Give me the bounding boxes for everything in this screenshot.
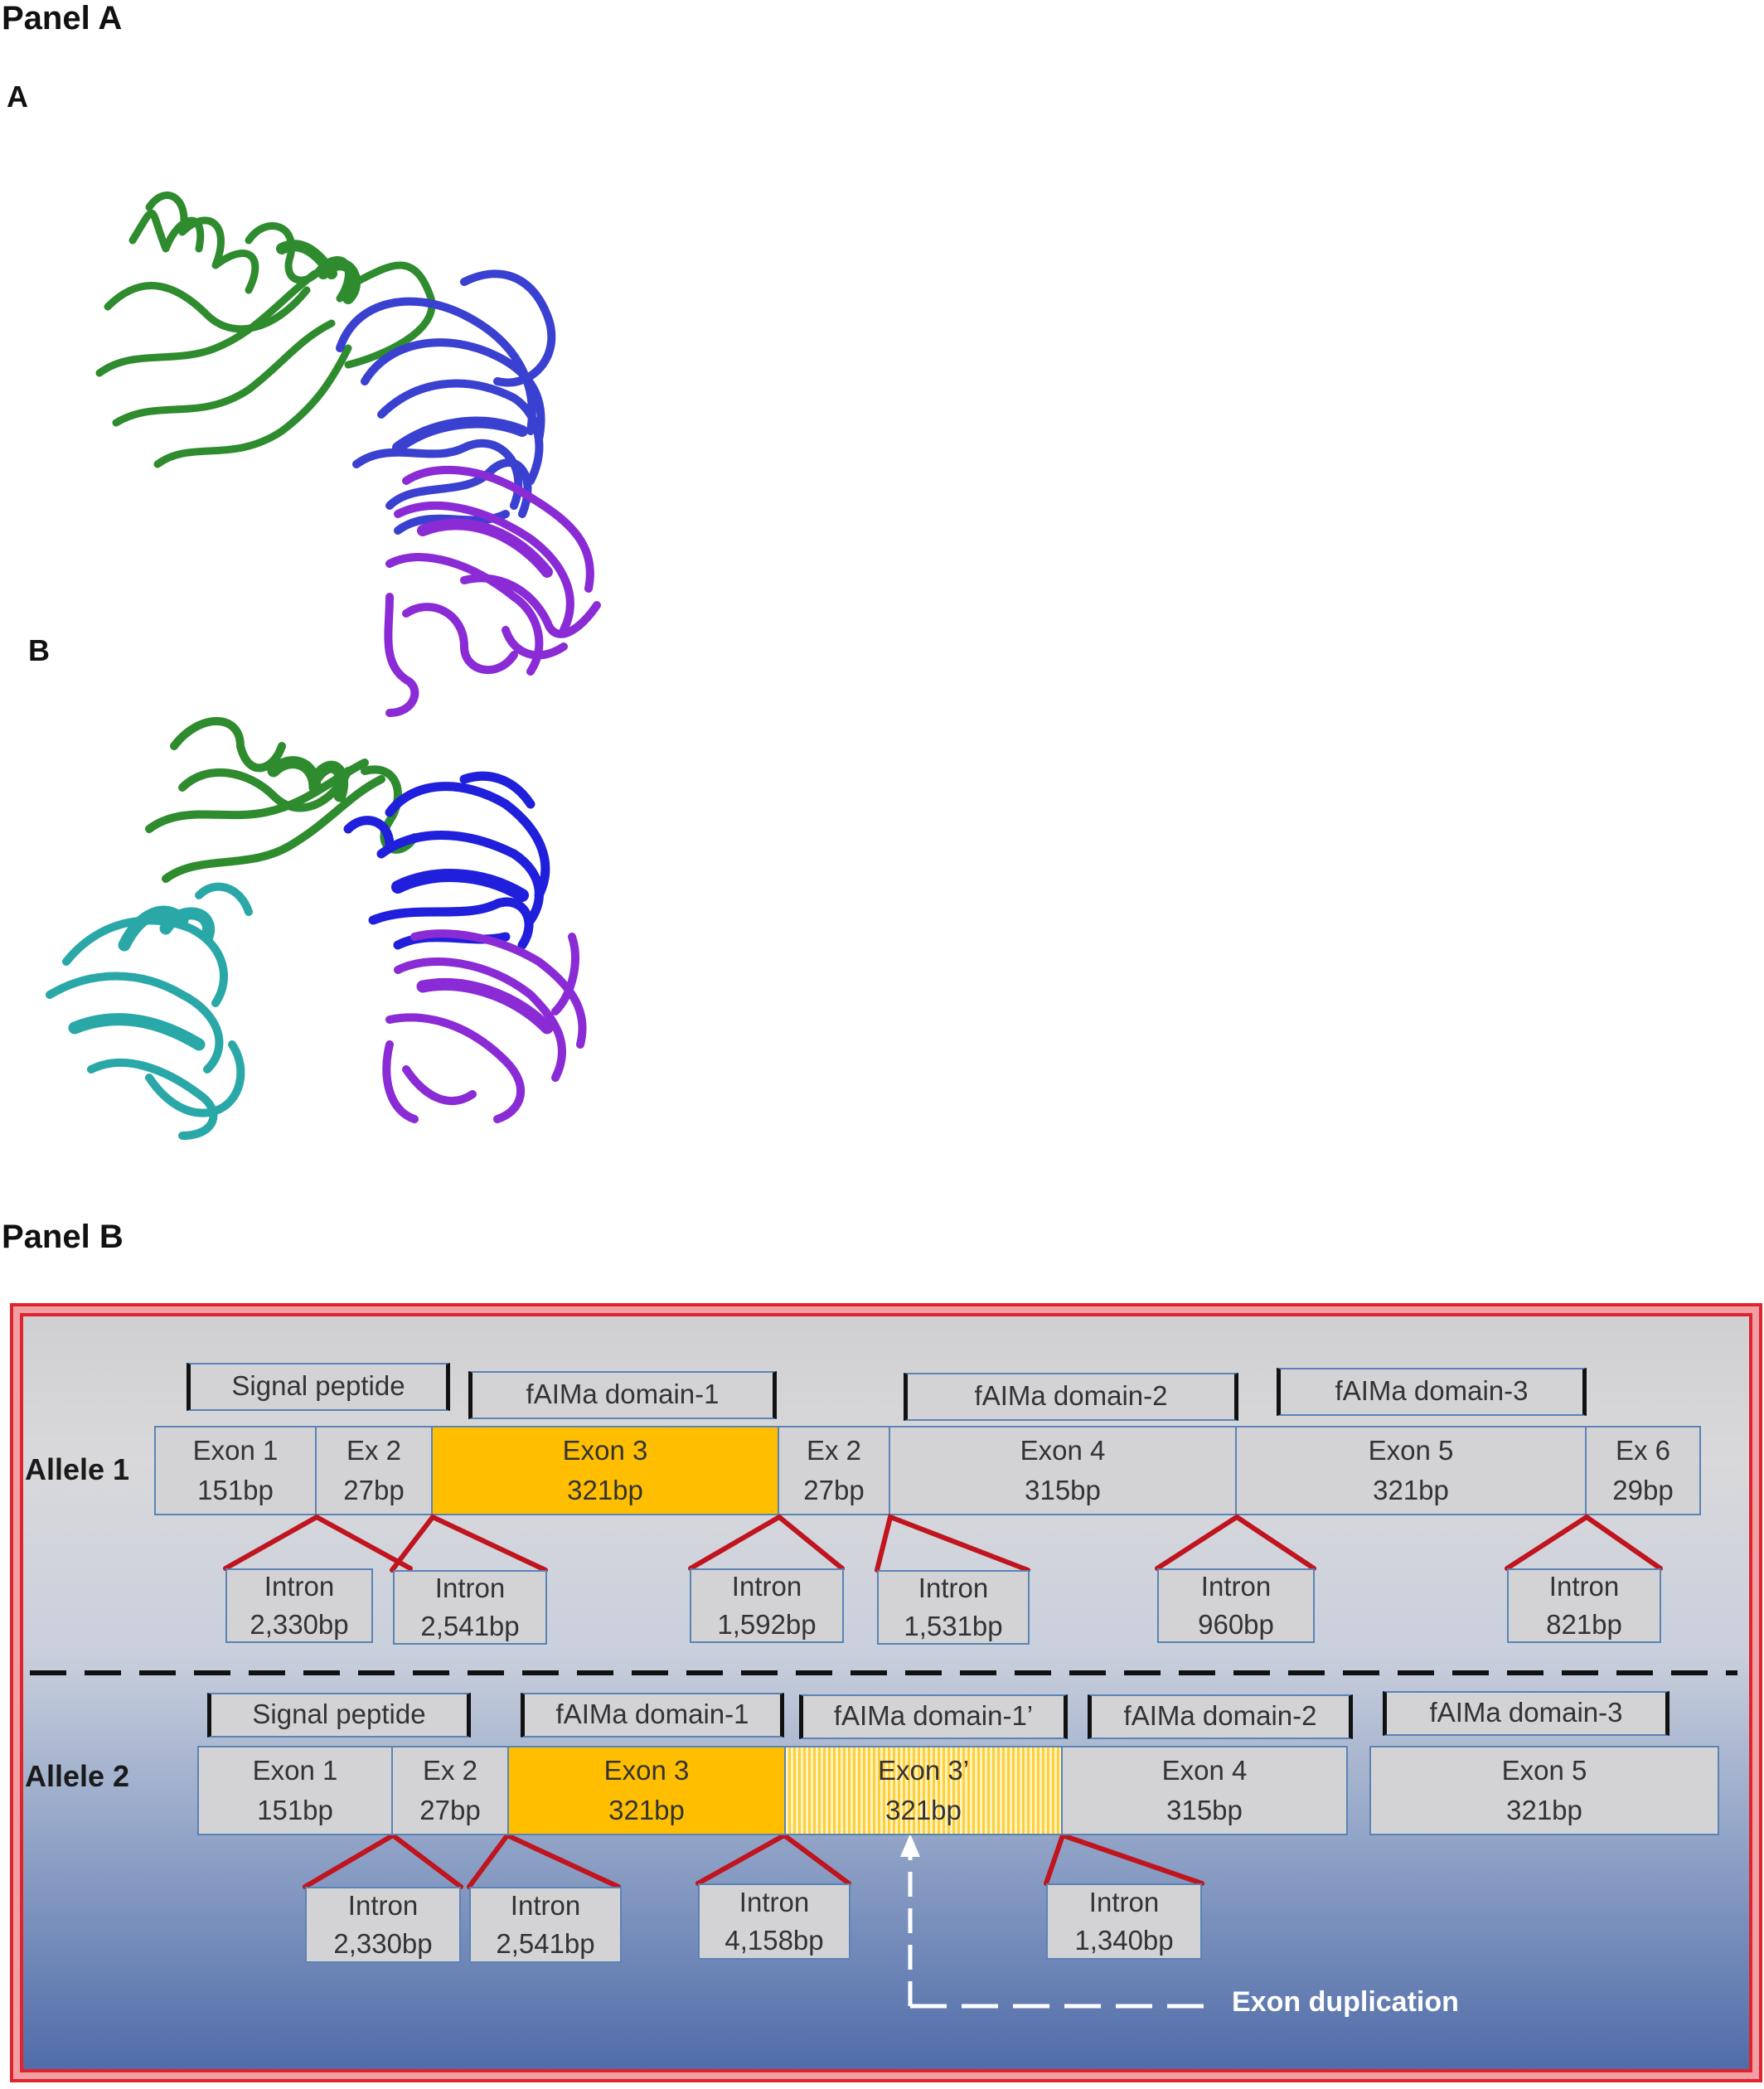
- allele1-ex-2b: Ex 2 27bp: [778, 1426, 890, 1515]
- allele1-intron-3: Intron 1,592bp: [690, 1568, 844, 1643]
- exon-name: Exon 4: [1161, 1755, 1248, 1786]
- exon-name: Exon 5: [1368, 1435, 1454, 1466]
- exon-name: Exon 5: [1501, 1755, 1587, 1786]
- allele1-domain-signal-peptide: Signal peptide: [187, 1363, 450, 1411]
- intron-name: Intron: [1088, 1887, 1160, 1917]
- allele1-intron-2: Intron 2,541bp: [393, 1570, 547, 1645]
- allele2-exon-5: Exon 5 321bp: [1369, 1746, 1719, 1835]
- exon-size: 315bp: [1025, 1475, 1101, 1505]
- allele2-intron-3: Intron 4,158bp: [698, 1883, 850, 1960]
- allele1-exon-5: Exon 5 321bp: [1235, 1426, 1587, 1515]
- exon-name: Exon 3’: [877, 1755, 970, 1786]
- exon-duplication-label: Exon duplication: [1232, 1986, 1459, 2018]
- allele2-domain-signal-peptide: Signal peptide: [207, 1693, 471, 1738]
- allele1-domain-faima-1: fAIMa domain-1: [468, 1371, 777, 1419]
- intron-size: 2,330bp: [250, 1609, 349, 1640]
- intron-size: 2,541bp: [420, 1611, 520, 1641]
- intron-name: Intron: [918, 1573, 989, 1603]
- exon-size: 151bp: [257, 1795, 333, 1825]
- exon-size: 27bp: [803, 1475, 865, 1505]
- allele2-domain-faima-1-prime: fAIMa domain-1’: [799, 1694, 1068, 1739]
- intron-size: 960bp: [1198, 1609, 1274, 1640]
- exon-duplication-arrow: [900, 1834, 1219, 2009]
- intron-name: Intron: [264, 1571, 335, 1602]
- exon-size: 29bp: [1612, 1475, 1674, 1505]
- allele2-intron-4: Intron 1,340bp: [1046, 1883, 1202, 1960]
- exon-size: 27bp: [343, 1475, 405, 1505]
- exon-name: Ex 2: [422, 1755, 478, 1786]
- allele1-intron-4: Intron 1,531bp: [877, 1570, 1030, 1645]
- intron-size: 1,531bp: [904, 1611, 1003, 1641]
- subpanel-b-label: B: [28, 633, 50, 667]
- allele2-domain-faima-1: fAIMa domain-1: [521, 1693, 784, 1738]
- exon-size: 321bp: [1373, 1475, 1449, 1505]
- allele-2-label: Allele 2: [25, 1759, 130, 1793]
- intron-name: Intron: [739, 1887, 810, 1917]
- allele1-intron-6: Intron 821bp: [1507, 1568, 1661, 1643]
- allele2-domain-faima-2: fAIMa domain-2: [1088, 1694, 1353, 1739]
- intron-size: 4,158bp: [724, 1925, 824, 1956]
- structure-a-green-domain: [95, 191, 436, 468]
- protein-structure-b: [46, 717, 587, 1140]
- allele1-exon-1: Exon 1 151bp: [154, 1426, 317, 1515]
- structure-b-purple-domain: [382, 929, 587, 1123]
- exon-name: Ex 6: [1615, 1435, 1671, 1466]
- intron-name: Intron: [510, 1890, 581, 1921]
- allele2-intron-2: Intron 2,541bp: [469, 1887, 622, 1963]
- allele1-exon-4: Exon 4 315bp: [889, 1426, 1237, 1515]
- intron-name: Intron: [1548, 1571, 1620, 1602]
- allele2-exon-4: Exon 4 315bp: [1061, 1746, 1348, 1835]
- structure-a-purple-domain: [384, 465, 601, 717]
- intron-name: Intron: [434, 1573, 506, 1603]
- allele1-ex-6: Ex 6 29bp: [1585, 1426, 1701, 1515]
- exon-size: 321bp: [1506, 1795, 1582, 1825]
- allele2-domain-faima-3: fAIMa domain-3: [1383, 1691, 1670, 1736]
- protein-structure-a: [95, 191, 601, 717]
- intron-size: 821bp: [1546, 1609, 1622, 1640]
- structure-b-green-domain: [145, 717, 419, 883]
- allele2-exon-3: Exon 3 321bp: [507, 1746, 786, 1835]
- exon-size: 321bp: [885, 1795, 962, 1825]
- panel-a-title: Panel A: [2, 0, 123, 36]
- exon-name: Exon 3: [603, 1755, 690, 1786]
- allele1-domain-faima-3: fAIMa domain-3: [1277, 1368, 1587, 1416]
- allele1-ex-2a: Ex 2 27bp: [315, 1426, 433, 1515]
- exon-size: 321bp: [567, 1475, 643, 1505]
- allele2-intron-1: Intron 2,330bp: [305, 1887, 461, 1963]
- exon-name: Exon 3: [562, 1435, 648, 1466]
- panel-b-title: Panel B: [2, 1219, 124, 1255]
- exon-name: Ex 2: [346, 1435, 402, 1466]
- allele1-domain-faima-2: fAIMa domain-2: [904, 1373, 1238, 1421]
- exon-size: 151bp: [197, 1475, 274, 1505]
- intron-name: Intron: [347, 1890, 419, 1921]
- allele2-exon-3-prime: Exon 3’ 321bp: [784, 1746, 1063, 1835]
- allele1-intron-5: Intron 960bp: [1157, 1568, 1315, 1643]
- exon-name: Ex 2: [806, 1435, 862, 1466]
- intron-size: 1,340bp: [1074, 1925, 1174, 1956]
- structure-b-cyan-domain: [46, 882, 253, 1140]
- subpanel-a-label: A: [7, 80, 28, 114]
- exon-name: Exon 1: [252, 1755, 338, 1786]
- allele1-exon-3: Exon 3 321bp: [431, 1426, 779, 1515]
- allele2-exon-1: Exon 1 151bp: [197, 1746, 393, 1835]
- exon-size: 315bp: [1166, 1795, 1243, 1825]
- intron-size: 2,330bp: [333, 1928, 433, 1959]
- exon-size: 321bp: [608, 1795, 685, 1825]
- allele-1-label: Allele 1: [25, 1452, 130, 1486]
- exon-size: 27bp: [419, 1795, 481, 1825]
- intron-name: Intron: [1200, 1571, 1272, 1602]
- exon-name: Exon 1: [192, 1435, 279, 1466]
- allele1-intron-1: Intron 2,330bp: [225, 1568, 373, 1643]
- intron-name: Intron: [731, 1571, 802, 1602]
- exon-name: Exon 4: [1020, 1435, 1106, 1466]
- intron-size: 2,541bp: [496, 1928, 595, 1959]
- allele2-ex-2: Ex 2 27bp: [391, 1746, 509, 1835]
- intron-size: 1,592bp: [717, 1609, 817, 1640]
